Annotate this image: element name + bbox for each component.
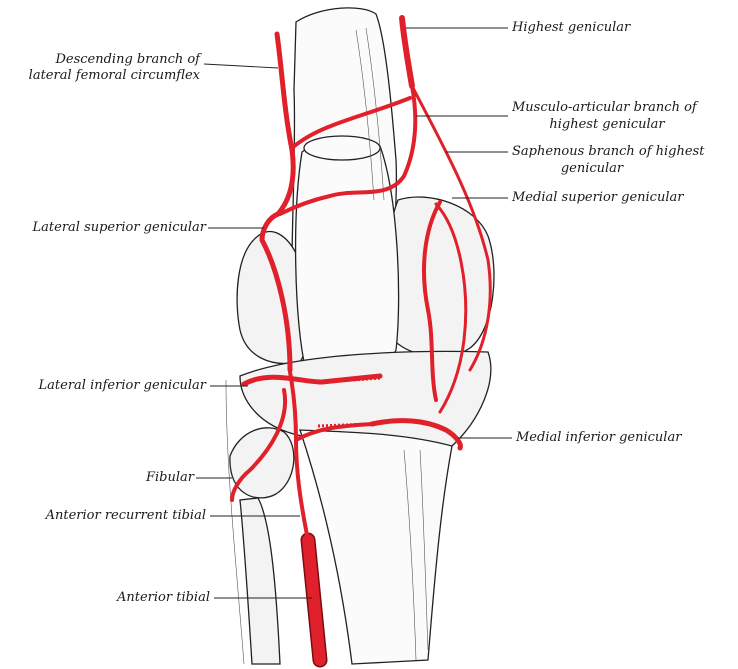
label-descending-branch-line2: lateral femoral circumflex (28, 68, 200, 83)
descending-branch-lateral-femoral-circumflex (274, 31, 296, 217)
leader-lines (196, 27, 512, 599)
fibula-shaft (239, 497, 281, 665)
highest-genicular-artery (399, 15, 415, 89)
transverse-branch-upper (290, 96, 412, 150)
label-saphenous-line2: genicular (560, 161, 624, 176)
bones (225, 7, 495, 665)
musculo-articular-branch (278, 84, 418, 216)
medial-inferior-genicular-artery (369, 418, 463, 451)
fibula-head (229, 427, 295, 499)
label-lateral-superior-genicular: Lateral superior genicular (32, 220, 206, 235)
label-medial-inferior-genicular: Medial inferior genicular (516, 430, 682, 445)
lateral-inferior-genicular-artery (241, 373, 383, 387)
arteries (230, 15, 492, 668)
label-anterior-recurrent-tibial: Anterior recurrent tibial (45, 508, 206, 523)
label-lateral-inferior-genicular: Lateral inferior genicular (38, 378, 206, 393)
label-highest-genicular: Highest genicular (512, 20, 631, 35)
patella (294, 137, 400, 387)
label-musculo-articular-line2: highest genicular (549, 117, 665, 132)
saphenous-branch (410, 84, 492, 372)
medial-superior-genicular-artery (422, 200, 442, 402)
patella-top (303, 135, 381, 161)
tibia-crest-hatching (403, 449, 429, 661)
label-medial-superior-genicular: Medial superior genicular (512, 190, 684, 205)
leader-descending-branch (203, 63, 279, 69)
lateral-inferior-descending (230, 388, 288, 502)
anastomosis-patellar-network (434, 202, 468, 414)
anterior-tibial-artery (302, 534, 326, 666)
label-fibular: Fibular (146, 470, 194, 485)
label-descending-branch-line1: Descending branch of (55, 52, 200, 67)
label-anterior-tibial: Anterior tibial (117, 590, 210, 605)
dotted-anterior-recurrent (317, 422, 373, 428)
lateral-superior-genicular-artery (259, 211, 293, 373)
label-saphenous-line1: Saphenous branch of highest (512, 144, 705, 159)
label-musculo-articular-line1: Musculo-articular branch of (512, 100, 697, 115)
lateral-edge-line (225, 379, 245, 665)
